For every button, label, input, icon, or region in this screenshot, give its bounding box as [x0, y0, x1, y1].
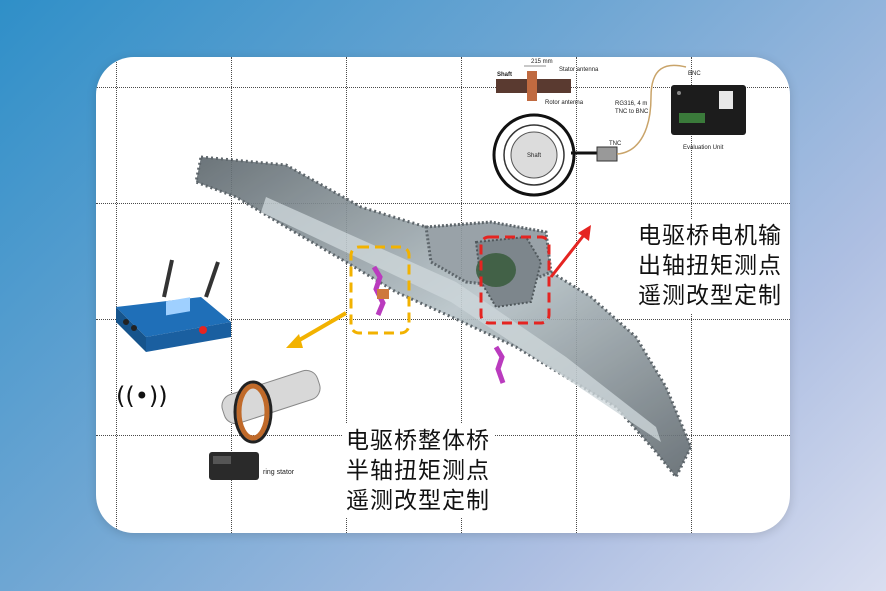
label-line: 电驱桥电机输 — [638, 223, 782, 249]
dim-label: 215 mm — [531, 59, 553, 65]
telemetry-receiver-device — [116, 259, 231, 352]
stator-antenna-label: Stator antenna — [559, 67, 599, 73]
wireless-signal-icon: ((•)) — [116, 382, 168, 410]
axle-pointcloud — [194, 155, 693, 480]
evaluation-unit-label: Evaluation Unit — [683, 145, 724, 151]
grid-line — [96, 87, 790, 88]
telemetry-sensor-diagram: 215 mm Shaft Stator antenna Rotor antenn… — [492, 59, 746, 197]
label-line: 半轴扭矩测点 — [346, 458, 490, 484]
content-card: 215 mm Shaft Stator antenna Rotor antenn… — [96, 57, 790, 533]
grid-line — [346, 57, 347, 533]
motor-output-measure-box — [479, 235, 551, 325]
rotor-antenna-label: Rotor antenna — [545, 100, 584, 106]
tnc-label: TNC — [609, 141, 622, 147]
half-shaft-torque-label: 电驱桥整体桥 半轴扭矩测点 遥测改型定制 — [342, 424, 494, 518]
label-line: 遥测改型定制 — [346, 488, 490, 514]
bnc-label: BNC — [688, 71, 701, 77]
grid-line — [96, 203, 790, 204]
shaft-center-label: Shaft — [527, 153, 541, 159]
ring-stator-device: ring stator — [209, 369, 321, 480]
label-line: 出轴扭矩测点 — [638, 253, 782, 279]
grid-line — [116, 57, 117, 533]
motor-output-torque-label: 电驱桥电机输 出轴扭矩测点 遥测改型定制 — [634, 219, 786, 313]
half-shaft-measure-box — [349, 245, 411, 335]
grid-line — [231, 57, 232, 533]
label-line: 遥测改型定制 — [638, 283, 782, 309]
label-line: 电驱桥整体桥 — [346, 428, 490, 454]
shaft-label: Shaft — [497, 72, 512, 78]
cable-label-2: TNC to BNC — [615, 109, 649, 115]
ring-stator-label: ring stator — [263, 469, 295, 476]
cable-label-1: RG316, 4 m — [615, 101, 647, 107]
grid-line — [96, 319, 790, 320]
